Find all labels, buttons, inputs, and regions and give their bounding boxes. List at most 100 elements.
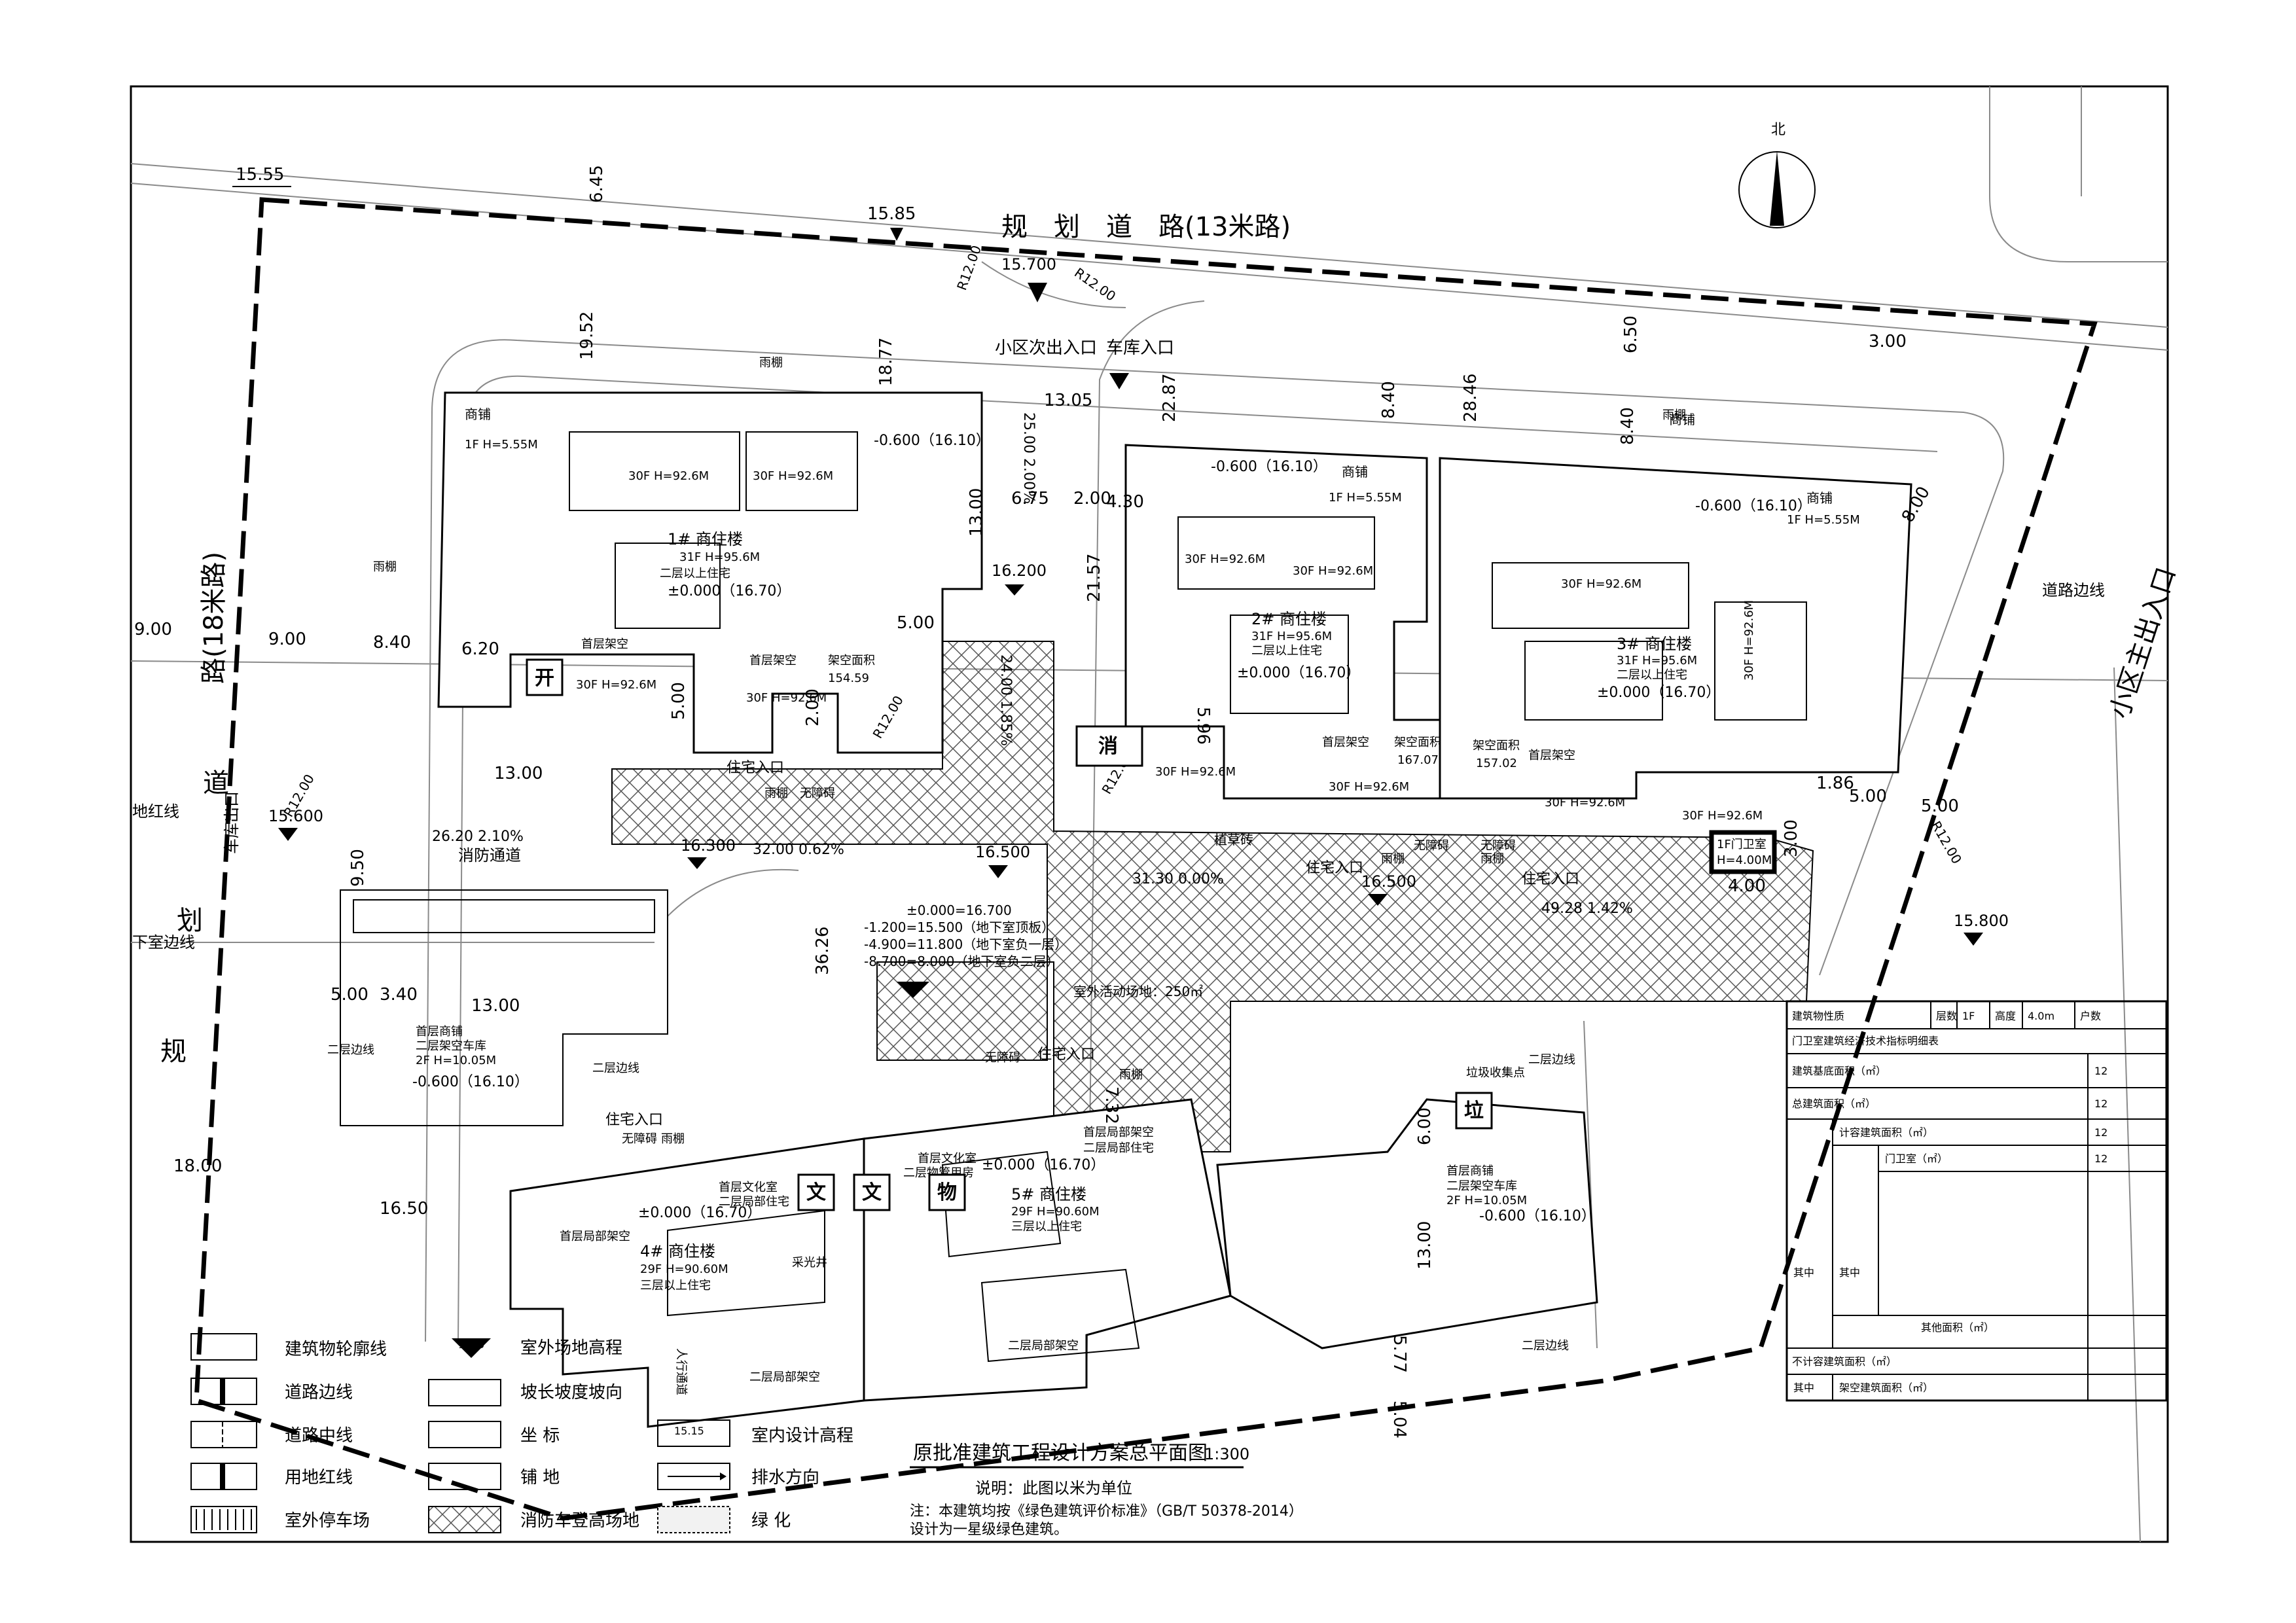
drawing-text: 三层以上住宅 bbox=[1011, 1220, 1082, 1234]
north-label: 北 bbox=[1771, 122, 1785, 138]
drawing-text: 雨棚 bbox=[1480, 852, 1504, 866]
drawing-text: 不计容建筑面积（㎡） bbox=[1792, 1355, 1897, 1368]
drawing-text: 无障碍 bbox=[1414, 839, 1449, 853]
drawing-text: 13.00 bbox=[471, 996, 520, 1016]
drawing-text: 49.28 1.42% bbox=[1541, 901, 1633, 917]
drawing-text: 30F H=92.6M bbox=[628, 469, 709, 483]
drawing-text: 12 bbox=[2094, 1152, 2108, 1165]
drawing-text: 首层文化室 bbox=[719, 1181, 778, 1194]
site-boundary-line bbox=[194, 197, 2098, 1521]
drawing-text: 2F H=10.05M bbox=[1446, 1194, 1527, 1207]
drawing-text: 5.00 bbox=[331, 985, 368, 1005]
drawing-text: 4.0m bbox=[2028, 1010, 2054, 1022]
drawing-text: 植草砖 bbox=[1214, 832, 1253, 847]
drawing-text: 用地红线 bbox=[285, 1468, 353, 1488]
fire-truck-areas bbox=[611, 641, 1814, 1152]
drawing-text: 13.05 bbox=[1044, 391, 1092, 410]
drawing-text: 30F H=92.6M bbox=[1293, 564, 1373, 578]
drawing-text: 30F H=92.6M bbox=[1185, 552, 1265, 566]
drawing-text: 雨棚 bbox=[759, 356, 783, 370]
drawing-text: 18.77 bbox=[876, 338, 896, 386]
building-5-outline bbox=[863, 1098, 1232, 1402]
drawing-text: 铺 地 bbox=[520, 1468, 560, 1488]
drawing-title: 原批准建筑工程设计方案总平面图 bbox=[913, 1442, 1208, 1465]
garage-entrance-label: 车库入口 bbox=[1106, 338, 1174, 358]
drawing-text: H=4.00M bbox=[1717, 853, 1772, 867]
drawing-text: 无障碍 bbox=[800, 787, 835, 800]
drawing-text: 2.00 bbox=[1073, 489, 1111, 508]
drawing-text: 15.85 bbox=[867, 204, 916, 224]
drawing-text: 30F H=92.6M bbox=[1682, 809, 1763, 823]
drawing-text: 垃 bbox=[1464, 1099, 1484, 1122]
drawing-text: 其他面积（㎡） bbox=[1921, 1321, 1994, 1334]
drawing-text: 垃圾收集点 bbox=[1466, 1066, 1525, 1080]
drawing-text: 首层架空 bbox=[1528, 749, 1575, 762]
drawing-text: 30F H=92.6M bbox=[1545, 796, 1625, 810]
drawing-text: 6.75 bbox=[1011, 489, 1049, 508]
drawing-text: 30F H=92.6M bbox=[1742, 600, 1756, 681]
drawing-text: 21.57 bbox=[1085, 554, 1104, 602]
drawing-text: 1F H=5.55M bbox=[465, 438, 538, 452]
drawing-text: ±0.000（16.70） bbox=[638, 1205, 761, 1221]
drawing-text: 14.00 bbox=[458, 1340, 484, 1351]
west-podium-outline bbox=[340, 889, 668, 1126]
elevation-markers: 15.55 15.85 15.700 16.200 15.600 16.300 … bbox=[232, 165, 2009, 1224]
drawing-text: 建筑基底面积（㎡） bbox=[1792, 1065, 1886, 1077]
drawing-text: 1F H=5.55M bbox=[1329, 491, 1402, 505]
drawing-text: 2# 商住楼 bbox=[1251, 610, 1327, 628]
drawing-text: 5.00 bbox=[669, 682, 689, 720]
drawing-text: 30F H=92.6M bbox=[576, 678, 656, 692]
drawing-text: 31F H=95.6M bbox=[1617, 654, 1697, 668]
drawing-text: 住宅入口 bbox=[605, 1112, 663, 1128]
drawing-text: -4.900=11.800（地下室负一层） bbox=[864, 936, 1067, 952]
drawing-text: 32.00 0.62% bbox=[753, 842, 844, 858]
drawing-text: ±0.000（16.70） bbox=[982, 1157, 1105, 1173]
drawing-text: 15.700 bbox=[1001, 255, 1056, 274]
drawing-text: 道路边线 bbox=[285, 1383, 353, 1402]
drawing-text: 商铺 bbox=[1669, 412, 1695, 427]
building-3-outline bbox=[1439, 457, 1912, 800]
drawing-text: 住宅入口 bbox=[726, 760, 784, 776]
drawing-text: 5.00 bbox=[1921, 796, 1959, 816]
drawing-text: 坐 标 bbox=[520, 1426, 560, 1446]
drawing-text: 二层局部架空 bbox=[1008, 1339, 1079, 1353]
drawing-text: 室内设计高程 bbox=[751, 1426, 853, 1446]
drawing-text: -0.600（16.10） bbox=[1479, 1208, 1596, 1224]
drawing-text: 9.00 bbox=[268, 630, 306, 649]
drawing-text: 13.00 bbox=[1415, 1221, 1435, 1270]
drawing-text: ±0.000（16.70） bbox=[1597, 685, 1720, 701]
drawing-text: 29F H=90.60M bbox=[640, 1262, 728, 1276]
drawing-text: 架空面积 bbox=[1394, 736, 1441, 749]
drawing-text: 其中 bbox=[1839, 1266, 1860, 1279]
drawing-text: -0.600（16.10） bbox=[1695, 498, 1812, 514]
drawing-text: 二层以上住宅 bbox=[1251, 644, 1322, 658]
drawing-text: 5.00 bbox=[1849, 787, 1887, 806]
drawing-scale: 1:300 bbox=[1204, 1445, 1249, 1463]
drawing-text: 首层商铺 bbox=[416, 1025, 463, 1039]
drawing-text: 8.40 bbox=[1379, 381, 1399, 419]
drawing-text: 总建筑面积（㎡） bbox=[1792, 1097, 1876, 1110]
drawing-text: 15.55 bbox=[236, 165, 284, 185]
drawing-text: 文 bbox=[862, 1181, 882, 1204]
red-line-label: 地红线 bbox=[132, 802, 179, 821]
drawing-text: 排水方向 bbox=[751, 1468, 819, 1488]
north-arrow: 北 bbox=[1738, 122, 1816, 228]
drawing-text: 物 bbox=[937, 1181, 957, 1204]
drawing-text: 划 bbox=[177, 906, 203, 936]
drawing-text: 住宅入口 bbox=[1037, 1046, 1095, 1063]
drawing-text: 二层局部架空 bbox=[749, 1370, 820, 1384]
drawing-text: 36.26 bbox=[813, 927, 833, 975]
drawing-text: 5# 商住楼 bbox=[1011, 1185, 1086, 1204]
drawing-text: 28.46 bbox=[1461, 374, 1480, 422]
drawing-text: 25.00 2.00% bbox=[1020, 412, 1037, 504]
drawing-text: 29F H=90.60M bbox=[1011, 1205, 1100, 1219]
drawing-text: R12.00 bbox=[1928, 819, 1965, 867]
building-1-outline bbox=[437, 391, 983, 754]
drawing-text: 二层边线 bbox=[1522, 1339, 1569, 1353]
drawing-text: 说明：此图以米为单位 bbox=[975, 1479, 1132, 1497]
drawing-text: 三层以上住宅 bbox=[640, 1279, 711, 1293]
fire-passage-label: 消防通道 bbox=[458, 846, 521, 865]
drawing-text: 首层架空 bbox=[749, 654, 797, 668]
drawing-text: 8.40 bbox=[373, 633, 411, 652]
drawing-text: 计容建筑面积（㎡） bbox=[1839, 1126, 1933, 1139]
